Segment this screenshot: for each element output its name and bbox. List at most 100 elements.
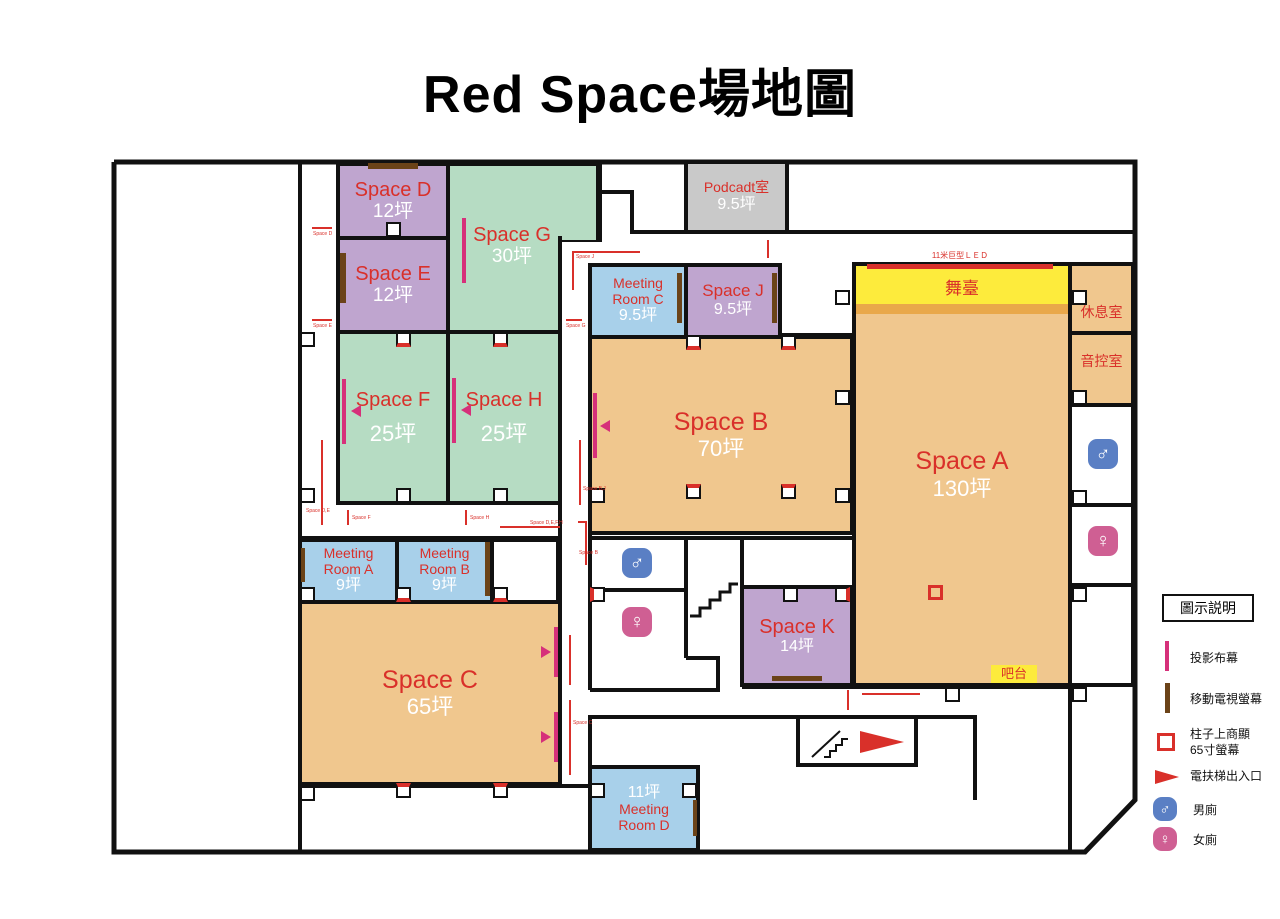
room-name: Space B <box>673 407 769 436</box>
bar-counter-label: 吧台 <box>991 665 1037 683</box>
stage-label: 舞臺 <box>945 278 979 298</box>
room-size: 65坪 <box>406 694 454 720</box>
legend-item: 女廁 <box>1193 833 1218 847</box>
room-space-e[interactable]: Space E 12坪 <box>336 236 450 334</box>
arrow-label: Space E <box>313 323 332 329</box>
legend-item: 移動電視螢幕 <box>1190 692 1263 706</box>
room-size: 9.5坪 <box>717 195 756 213</box>
room-name: 音控室 <box>1080 353 1123 370</box>
room-size: 9.5坪 <box>713 301 753 319</box>
arrow-label: Space F <box>352 515 371 521</box>
tv-screen-icon <box>368 163 418 169</box>
pillar-display <box>835 587 850 602</box>
room-space-a[interactable]: Space A 130坪 <box>852 262 1072 687</box>
pillar <box>1072 687 1087 702</box>
room-name: Space E <box>355 263 431 286</box>
room-name: 休息室 <box>1080 303 1123 320</box>
arrow-label: Space D <box>313 231 333 237</box>
pillar <box>396 488 411 503</box>
arrow-label: Space D,E <box>306 508 330 514</box>
room-name: Space D <box>354 179 432 202</box>
projection-screen-icon <box>593 393 597 458</box>
room-name: Meeting <box>613 275 663 292</box>
pillar <box>300 332 315 347</box>
arrow-label: Space B <box>579 550 598 556</box>
room-space-h[interactable]: Space H 25坪 <box>446 330 562 505</box>
room-size: 25坪 <box>369 420 417 446</box>
tv-screen-icon <box>340 253 346 303</box>
room-size: 9坪 <box>432 577 457 595</box>
pillar-display <box>686 335 701 350</box>
pillar-display <box>686 484 701 499</box>
room-name: Space J <box>702 281 764 301</box>
projector-icon <box>600 420 610 432</box>
pillar <box>493 488 508 503</box>
stage: 舞臺 <box>856 266 1068 306</box>
tv-screen-icon <box>772 273 777 323</box>
projection-screen-icon <box>462 218 466 283</box>
room-name: Meeting <box>619 801 669 818</box>
pillar-display <box>781 335 796 350</box>
womens-restroom-icon: ♀ <box>622 607 652 637</box>
legend-title: 圖示説明 <box>1162 594 1254 622</box>
tv-screen-icon <box>772 676 822 681</box>
escalator-icon <box>811 730 904 758</box>
pillar <box>1072 290 1087 305</box>
escalator-entrance-icon <box>1155 770 1179 784</box>
room-size: 25坪 <box>480 420 528 446</box>
pillar-display <box>396 587 411 602</box>
room-name: Space H <box>465 388 543 411</box>
room-size: 9.5坪 <box>618 307 658 325</box>
room-name: Space C <box>382 665 478 694</box>
pillar-display <box>781 484 796 499</box>
pillar <box>835 488 850 503</box>
room-space-g[interactable] <box>446 162 600 240</box>
room-meeting-d[interactable]: 11坪 Meeting Room D <box>588 765 700 852</box>
pillar-display <box>590 587 605 602</box>
legend-item: 男廁 <box>1193 803 1218 817</box>
womens-restroom-icon: ♀ <box>1088 526 1118 556</box>
pillar-display <box>396 783 411 798</box>
led-label: 11米巨型ＬＥＤ <box>931 251 989 260</box>
room-space-c[interactable]: Space C 65坪 <box>298 600 562 786</box>
legend-item: 柱子上商顯 65寸螢幕 <box>1190 727 1251 757</box>
projection-screen-icon <box>342 379 346 444</box>
pillar <box>835 290 850 305</box>
arrow-label: Space G <box>566 323 586 329</box>
projection-screen-icon <box>452 378 456 443</box>
projector-icon <box>351 405 361 417</box>
pillar-display-icon <box>928 585 943 600</box>
page-title: Red Space場地圖 <box>423 66 857 124</box>
pillar-display <box>396 332 411 347</box>
mens-restroom-icon: ♂ <box>1153 797 1177 821</box>
pillar-display <box>493 783 508 798</box>
room-podcast[interactable]: Podcadt室 9.5坪 <box>684 160 789 234</box>
pillar <box>945 687 960 702</box>
projection-screen-icon <box>1165 641 1169 671</box>
room-size: 11坪 <box>627 783 661 801</box>
projection-screen-icon <box>554 712 558 762</box>
room-name: Room D <box>618 816 670 833</box>
room-size: 14坪 <box>780 637 814 655</box>
legend-item: 投影布幕 <box>1190 651 1239 665</box>
room-name: Meeting <box>323 545 374 562</box>
tv-screen-icon <box>301 548 305 582</box>
pillar <box>300 488 315 503</box>
womens-restroom-icon: ♀ <box>1153 827 1177 851</box>
tv-screen-icon <box>485 542 490 596</box>
room-size: 30坪 <box>491 246 533 267</box>
pillar <box>300 786 315 801</box>
pillar-display-icon <box>1157 733 1175 751</box>
tv-screen-icon <box>1165 683 1170 713</box>
legend-item: 電扶梯出入口 <box>1190 769 1263 783</box>
room-name: Room C <box>612 290 664 307</box>
arrow-label: Space J <box>576 254 595 260</box>
pillar <box>835 390 850 405</box>
arrow-label: Space H <box>470 515 490 521</box>
room-name: Room B <box>419 560 470 577</box>
room-size: 9坪 <box>336 577 361 595</box>
room-space-b[interactable]: Space B 70坪 <box>588 335 854 535</box>
arrow-label: Space B,J <box>583 486 606 492</box>
pillar <box>386 222 401 237</box>
